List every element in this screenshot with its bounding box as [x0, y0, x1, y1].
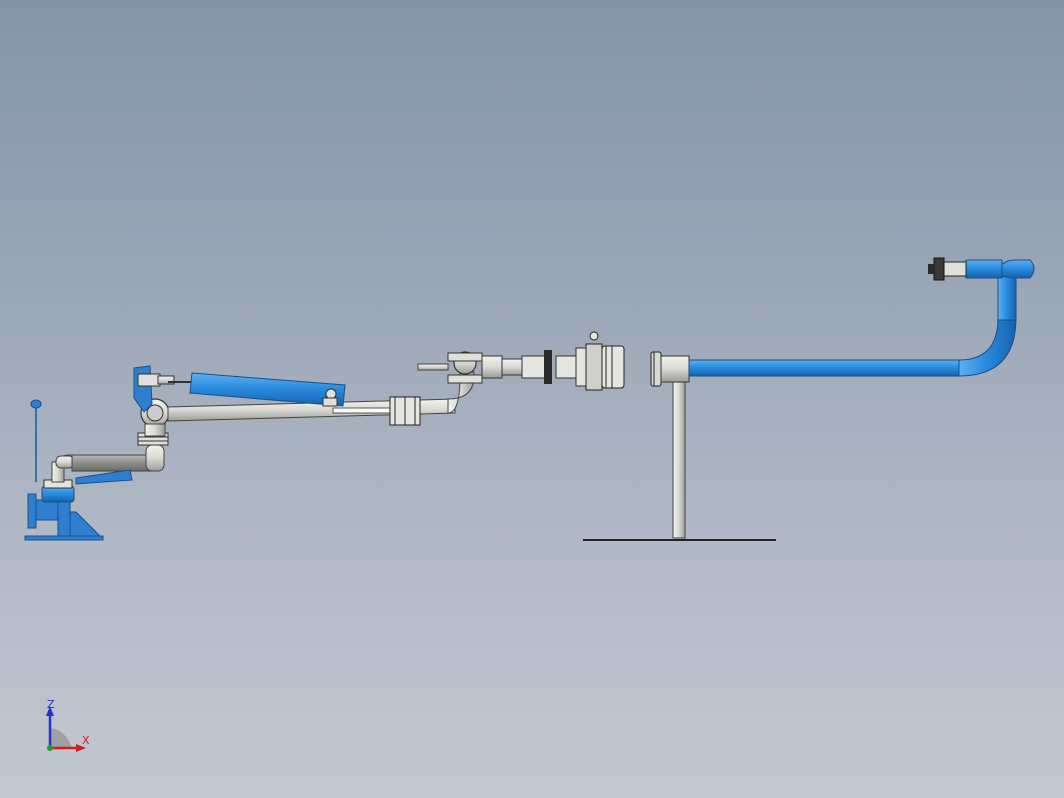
loading-arm-base[interactable]	[24, 461, 104, 541]
loading-arm[interactable]	[24, 331, 625, 541]
balance-cylinder[interactable]	[168, 372, 346, 407]
balance-bracket[interactable]	[133, 365, 175, 413]
x-arrow-icon	[76, 744, 86, 752]
x-axis-label: X	[82, 734, 90, 747]
inner-arm[interactable]	[55, 444, 165, 485]
balance-post[interactable]	[30, 399, 42, 482]
tank-side-assembly[interactable]	[583, 257, 1035, 541]
tank-coupling[interactable]	[650, 351, 690, 387]
z-axis-label: Z	[47, 698, 55, 711]
outer-arm[interactable]	[167, 371, 475, 426]
coordinate-triad	[46, 706, 86, 752]
pipe-support-stand[interactable]	[583, 367, 776, 541]
tank-side-pipe[interactable]	[688, 257, 1035, 377]
y-axis-dot	[47, 745, 53, 751]
coupler[interactable]	[417, 331, 625, 391]
z-arrow-icon	[46, 706, 54, 716]
triad-plane	[50, 728, 72, 748]
swivel-joint[interactable]	[137, 398, 170, 446]
